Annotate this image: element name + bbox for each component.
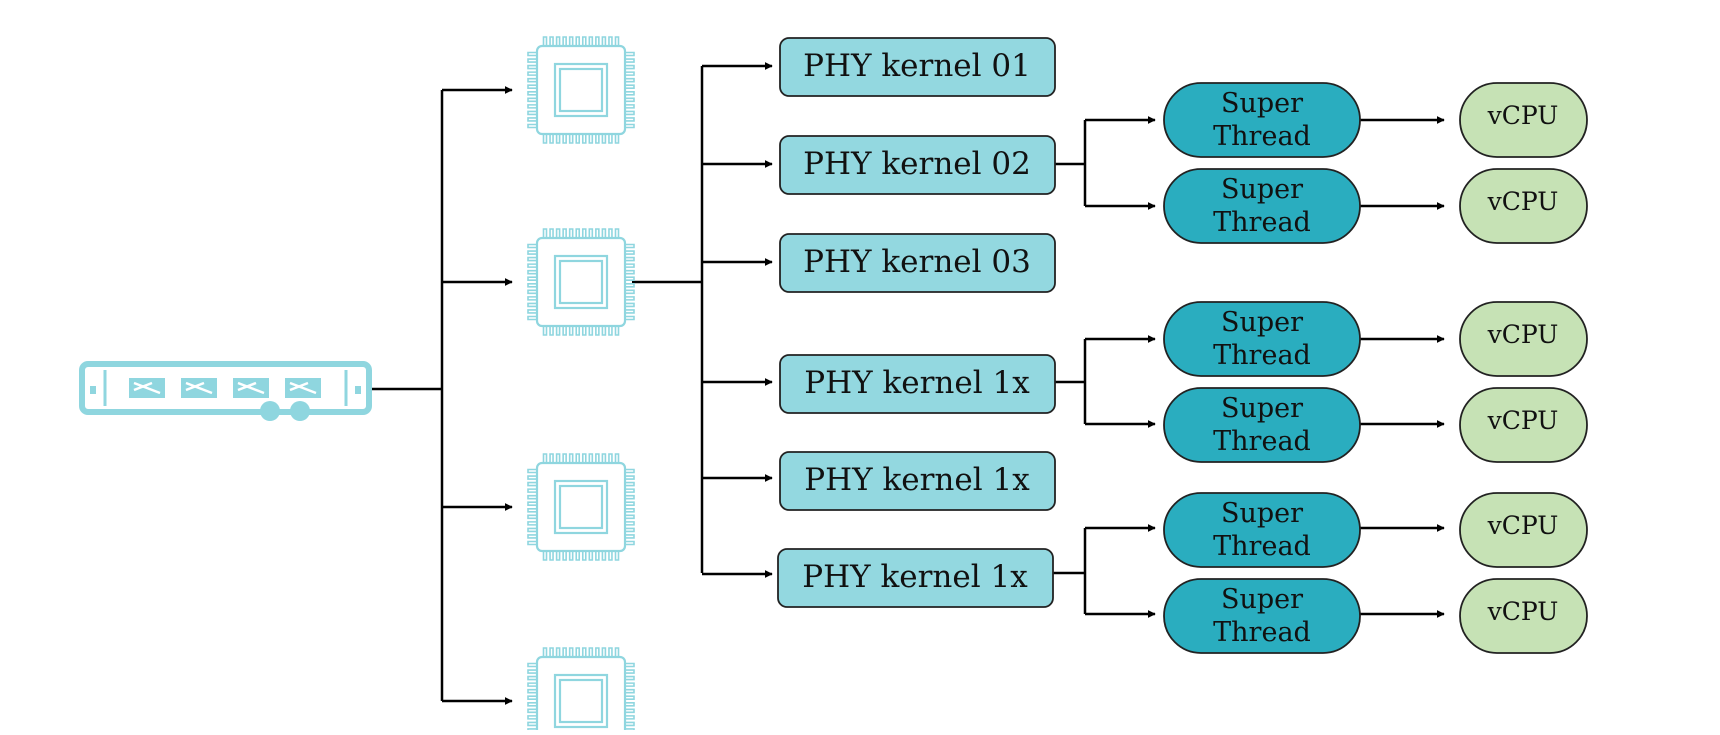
cpu-layer — [527, 36, 635, 735]
kernel-box — [779, 451, 1056, 511]
vcpu-node: vCPU — [1459, 578, 1588, 654]
kernel-label: PHY kernel 1x — [802, 559, 1028, 595]
server-rack-icon — [79, 361, 372, 421]
vcpu-oval — [1459, 168, 1588, 244]
vcpu-oval — [1459, 578, 1588, 654]
thread-label-line1: Super — [1221, 307, 1303, 338]
vcpu-node: vCPU — [1459, 168, 1588, 244]
vcpu-label: vCPU — [1487, 597, 1559, 626]
vcpu-oval — [1459, 301, 1588, 377]
kernel-node: PHY kernel 01 — [779, 37, 1056, 97]
thread-label-line2: Thread — [1213, 426, 1311, 457]
thread-pill — [1163, 387, 1361, 463]
thread-node: Super Thread — [1163, 301, 1361, 377]
kernel-label: PHY kernel 01 — [803, 48, 1031, 84]
kernel-label: PHY kernel 03 — [803, 244, 1031, 280]
kernel-box — [779, 354, 1056, 414]
thread-pill — [1163, 492, 1361, 568]
kernel-box — [777, 548, 1054, 608]
vcpu-oval — [1459, 387, 1588, 463]
vcpu-node: vCPU — [1459, 82, 1588, 158]
kernel-box — [779, 135, 1056, 195]
cpu-chip-icon — [527, 647, 635, 735]
vcpu-oval — [1459, 82, 1588, 158]
vcpu-label: vCPU — [1487, 320, 1559, 349]
cpu-chip-icon — [527, 453, 635, 561]
kernel-node: PHY kernel 1x — [779, 451, 1056, 511]
thread-label-line2: Thread — [1213, 340, 1311, 371]
vcpu-node: vCPU — [1459, 492, 1588, 568]
thread-pill — [1163, 168, 1361, 244]
thread-pill — [1163, 578, 1361, 654]
thread-node: Super Thread — [1163, 82, 1361, 158]
kernel-node: PHY kernel 1x — [777, 548, 1054, 608]
vcpu-node: vCPU — [1459, 387, 1588, 463]
cpu-chip-icon — [527, 36, 635, 144]
vcpu-label: vCPU — [1487, 101, 1559, 130]
thread-pill — [1163, 301, 1361, 377]
kernel-layer: PHY kernel 01 PHY kernel 02 PHY kernel 0… — [777, 37, 1056, 608]
thread-label-line1: Super — [1221, 498, 1303, 529]
thread-node: Super Thread — [1163, 578, 1361, 654]
thread-label-line1: Super — [1221, 88, 1303, 119]
thread-label-line1: Super — [1221, 584, 1303, 615]
connectors — [372, 62, 1445, 705]
kernel-node: PHY kernel 03 — [779, 233, 1056, 293]
thread-node: Super Thread — [1163, 387, 1361, 463]
vcpu-label: vCPU — [1487, 406, 1559, 435]
kernel-label: PHY kernel 02 — [803, 146, 1031, 182]
kernel-box — [779, 37, 1056, 97]
vcpu-node: vCPU — [1459, 301, 1588, 377]
kernel-node: PHY kernel 02 — [779, 135, 1056, 195]
kernel-label: PHY kernel 1x — [804, 365, 1030, 401]
vcpu-label: vCPU — [1487, 511, 1559, 540]
kernel-box — [779, 233, 1056, 293]
thread-label-line2: Thread — [1213, 617, 1311, 648]
kernel-label: PHY kernel 1x — [804, 462, 1030, 498]
thread-label-line2: Thread — [1213, 121, 1311, 152]
thread-label-line1: Super — [1221, 174, 1303, 205]
thread-node: Super Thread — [1163, 168, 1361, 244]
vcpu-label: vCPU — [1487, 187, 1559, 216]
thread-label-line2: Thread — [1213, 207, 1311, 238]
thread-node: Super Thread — [1163, 492, 1361, 568]
thread-label-line1: Super — [1221, 393, 1303, 424]
thread-label-line2: Thread — [1213, 531, 1311, 562]
cpu-chip-icon — [527, 228, 635, 336]
thread-layer: Super Thread vCPU Super Thread vCPU Supe… — [1163, 82, 1588, 654]
vcpu-oval — [1459, 492, 1588, 568]
kernel-node: PHY kernel 1x — [779, 354, 1056, 414]
thread-pill — [1163, 82, 1361, 158]
